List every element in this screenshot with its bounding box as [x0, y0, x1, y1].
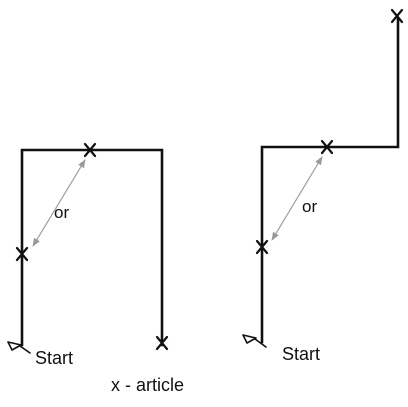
article-mark-left-top — [83, 142, 97, 158]
start-icon-right — [242, 334, 267, 348]
start-label-right: Start — [282, 344, 320, 364]
or-arrow-left — [32, 159, 86, 247]
article-mark-left-side — [15, 246, 29, 262]
or-label-right: or — [302, 197, 317, 216]
article-mark-right-side — [255, 239, 269, 255]
or-label-left: or — [54, 203, 69, 222]
legend-article: x - article — [111, 375, 184, 395]
left-route-diagram: or Start — [7, 142, 169, 368]
start-icon-left — [7, 341, 31, 354]
right-route-diagram: or Start — [242, 8, 404, 364]
left-route-path — [20, 148, 164, 347]
article-mark-left-end — [155, 335, 169, 351]
article-mark-right-end — [390, 8, 404, 24]
or-arrow-right — [271, 156, 323, 241]
right-route-path — [260, 16, 400, 344]
article-mark-right-top — [320, 139, 334, 155]
start-label-left: Start — [35, 348, 73, 368]
